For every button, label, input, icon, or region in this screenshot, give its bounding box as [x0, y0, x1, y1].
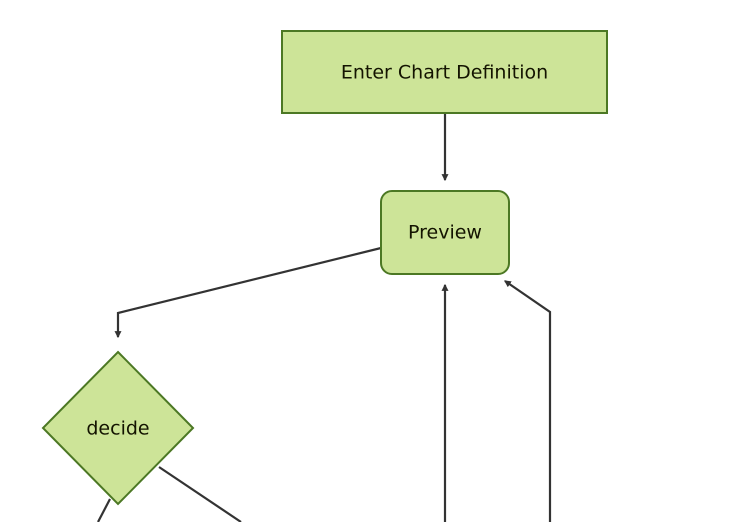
node-preview[interactable]: Preview [380, 190, 510, 275]
edge-decide-bottom-left [97, 498, 111, 522]
node-decide[interactable]: decide [41, 350, 195, 506]
edge-group [97, 113, 552, 522]
node-enter-chart-definition[interactable]: Enter Chart Definition [281, 30, 608, 114]
node-decide-shape[interactable] [41, 350, 195, 506]
edge-decide-bottom-right [158, 466, 242, 522]
node-preview-label: Preview [408, 222, 482, 244]
node-preview-shape[interactable] [380, 190, 510, 275]
edge-bottom-right-to-preview [504, 280, 552, 522]
node-decide-label: decide [86, 418, 149, 440]
edge-preview-to-decide [114, 246, 382, 339]
node-enter-chart-definition-label: Enter Chart Definition [341, 62, 548, 84]
node-enter-chart-definition-shape[interactable] [281, 30, 608, 114]
